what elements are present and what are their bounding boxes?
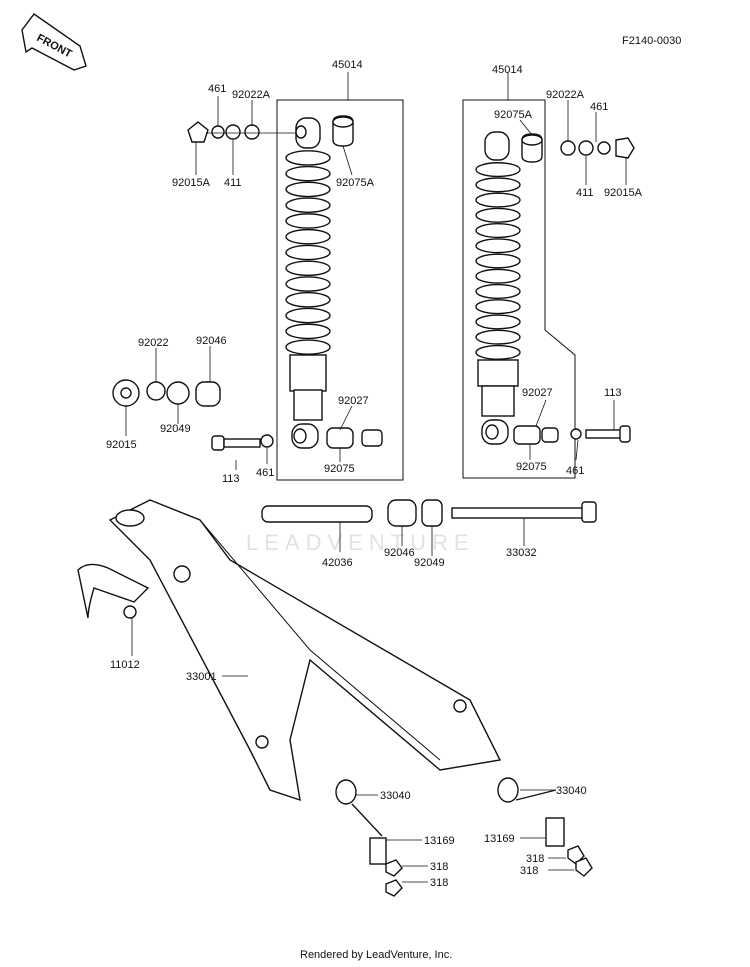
label-33040-right: 33040: [556, 785, 587, 797]
swing-arm-33001: [108, 499, 502, 802]
spring-coil: [285, 197, 331, 213]
spring-coil: [475, 207, 521, 223]
spring-coil: [285, 150, 331, 166]
label-33040-left: 33040: [380, 790, 411, 802]
spring-coil: [475, 192, 521, 208]
label-33001: 33001: [186, 671, 217, 683]
footer-credit: Rendered by LeadVenture, Inc.: [300, 949, 452, 961]
label-92075-right: 92075: [516, 461, 547, 473]
right-bolt-113: [570, 425, 631, 443]
spring-coil: [475, 283, 521, 300]
label-113-right: 113: [604, 387, 622, 399]
label-318-right-1: 318: [526, 853, 544, 865]
label-92049-left: 92049: [160, 423, 191, 435]
spring-coil: [285, 213, 331, 229]
label-92027-left: 92027: [338, 395, 369, 407]
spring-coil: [475, 238, 521, 254]
label-461-top-left: 461: [208, 83, 226, 95]
label-92022-left: 92022: [138, 337, 169, 349]
spring-coil: [285, 181, 331, 198]
pivot-sleeve-42036: [261, 499, 597, 527]
label-461-top-right: 461: [590, 101, 608, 113]
label-92022a-top-right: 92022A: [546, 89, 585, 101]
spring-coil: [285, 307, 331, 324]
spring-coil: [475, 314, 521, 330]
chain-guard-11012: [77, 563, 150, 619]
label-92022a-top-left: 92022A: [232, 89, 271, 101]
part-labels: 45014 45014 461 92022A 92015A 411 92075A…: [106, 59, 643, 889]
spring-coil: [475, 253, 521, 269]
spring-coil: [475, 162, 521, 178]
spring-coil: [285, 244, 331, 261]
spring-coil: [285, 228, 331, 245]
front-arrow-icon: FRONT: [21, 13, 87, 71]
label-13169-left: 13169: [424, 835, 455, 847]
right-top-hardware: [560, 137, 635, 159]
label-13169-right: 13169: [484, 833, 515, 845]
spring-coil: [475, 222, 521, 239]
label-318-left-2: 318: [430, 877, 448, 889]
label-92015-left: 92015: [106, 439, 137, 451]
label-92075a-left: 92075A: [336, 177, 375, 189]
label-92049-center: 92049: [414, 557, 445, 569]
left-bolt-113: [211, 434, 274, 451]
right-shock-absorber: [462, 99, 576, 479]
label-92015a-top-left: 92015A: [172, 177, 211, 189]
label-45014-left: 45014: [332, 59, 363, 71]
spring-coil: [285, 260, 331, 277]
label-411-top-left: 411: [224, 177, 242, 189]
label-11012: 11012: [110, 659, 140, 671]
spring-coil: [475, 344, 521, 360]
label-461-left: 461: [256, 467, 274, 479]
label-318-left-1: 318: [430, 861, 448, 873]
label-92075-left: 92075: [324, 463, 355, 475]
label-92027-right: 92027: [522, 387, 553, 399]
spring-coil: [475, 268, 521, 284]
label-461-right: 461: [566, 465, 584, 477]
spring-coil: [285, 323, 331, 340]
chain-adjuster-right: [497, 777, 593, 877]
label-92046-center: 92046: [384, 547, 415, 559]
spring-coil: [475, 299, 521, 315]
left-top-hardware: [187, 121, 296, 143]
spring-coil: [285, 276, 331, 292]
leader-lines: [125, 72, 627, 883]
label-33032: 33032: [506, 547, 537, 559]
label-318-right-2: 318: [520, 865, 538, 877]
spring-coil: [285, 165, 331, 182]
label-92075a-right: 92075A: [494, 109, 533, 121]
label-113-left: 113: [222, 473, 240, 485]
spring-coil: [285, 339, 331, 355]
label-411-top-right: 411: [576, 187, 594, 199]
chain-adjuster-left: [335, 779, 403, 897]
diagram-code: F2140-0030: [622, 35, 681, 47]
spring-coil: [475, 329, 521, 345]
spring-coil: [285, 292, 331, 308]
label-42036: 42036: [322, 557, 353, 569]
pivot-bushings-left: [112, 379, 221, 407]
label-92015a-top-right: 92015A: [604, 187, 643, 199]
watermark: LEADVENTURE: [246, 530, 475, 555]
left-shock-absorber: [276, 99, 404, 481]
spring-coil: [475, 177, 521, 193]
label-92046-left: 92046: [196, 335, 227, 347]
label-45014-right: 45014: [492, 64, 523, 76]
